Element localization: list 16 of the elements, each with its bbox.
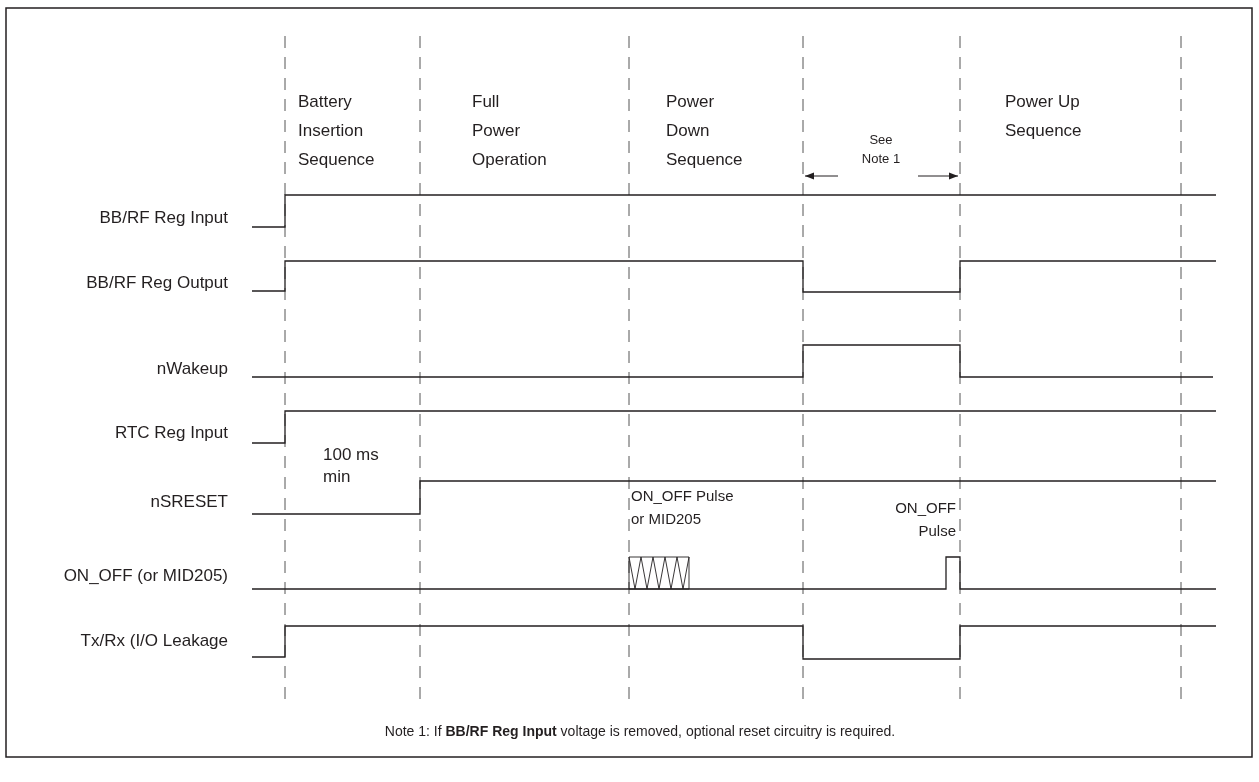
- timing-annotation: 100 ms min: [323, 444, 380, 489]
- signal-name: nWakeup: [155, 358, 228, 380]
- note-reference: See Note 1: [860, 131, 902, 168]
- signal-name: BB/RF Reg Output: [85, 272, 228, 294]
- timing-annotation: ON_OFF Pulse or MID205: [631, 486, 735, 529]
- signal-name: BB/RF Reg Input: [98, 207, 228, 229]
- phase-heading: Full Power Operation: [472, 91, 547, 171]
- signal-name: RTC Reg Input: [113, 422, 228, 444]
- signal-name: nSRESET: [149, 491, 228, 513]
- signal-name: Tx/Rx (I/O Leakage: [79, 630, 228, 652]
- phase-heading: Power Down Sequence: [666, 91, 743, 171]
- phase-heading: Power Up Sequence: [1005, 91, 1082, 142]
- signal-name: ON_OFF (or MID205): [62, 565, 228, 587]
- timing-annotation: ON_OFF Pulse: [894, 498, 956, 541]
- phase-heading: Battery Insertion Sequence: [298, 91, 375, 171]
- footnote: Note 1: If BB/RF Reg Input voltage is removed, optional reset circuitry is required.: [383, 722, 897, 741]
